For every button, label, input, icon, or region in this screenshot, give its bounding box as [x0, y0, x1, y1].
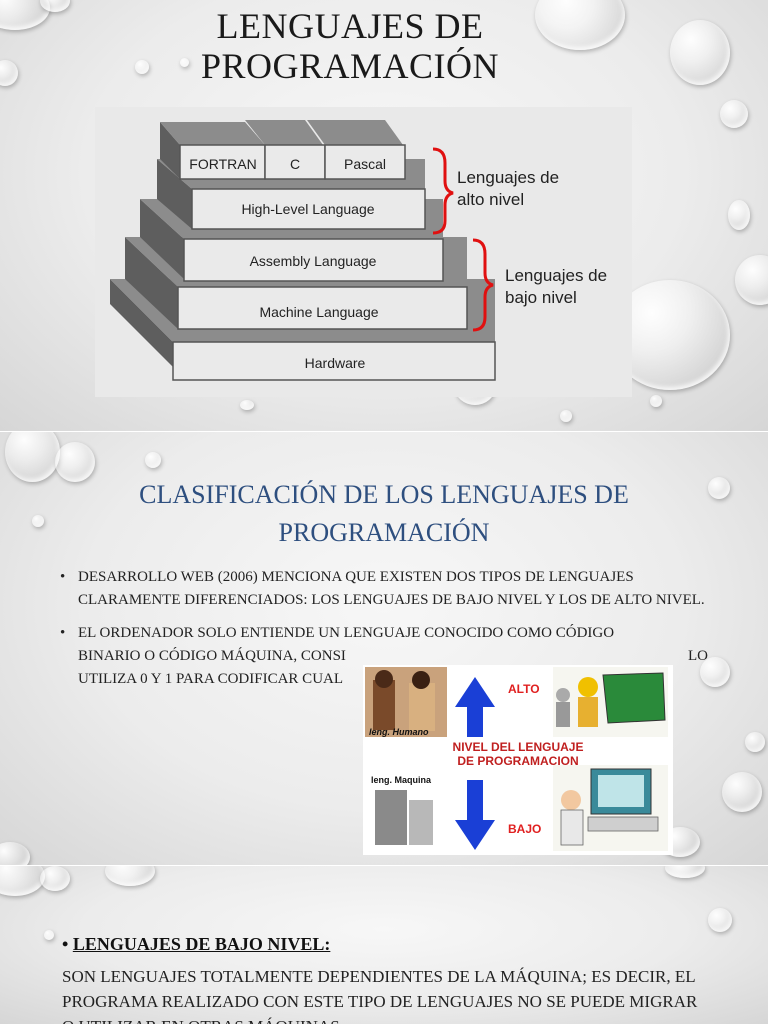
- c-label: C: [290, 156, 300, 172]
- alto-label-2: alto nivel: [457, 190, 524, 209]
- humano-label: leng. Humano: [369, 727, 429, 737]
- water-drop: [40, 0, 70, 12]
- bullet-item: • EL ORDENADOR SOLO ENTIENDE UN LENGUAJE…: [60, 622, 710, 691]
- water-drop: [55, 442, 95, 482]
- language-levels-diagram: FORTRAN C Pascal High-Level Language Ass…: [95, 107, 632, 397]
- arrow-down-icon: [455, 780, 495, 850]
- slide-3-heading: • LENGUAJES DE BAJO NIVEL:: [62, 934, 331, 954]
- machine-label: Machine Language: [259, 304, 378, 320]
- slide-2-title: CLASIFICACIÓN DE LOS LENGUAJES DE PROGRA…: [139, 480, 629, 547]
- water-drop: [708, 477, 730, 499]
- slide-3: • LENGUAJES DE BAJO NIVEL: SON LENGUAJES…: [0, 866, 768, 1024]
- slide-1: LENGUAJES DE PROGRAMACIÓN: [0, 0, 768, 432]
- high-level-label: High-Level Language: [241, 201, 374, 217]
- bullet-item: • DESARROLLO WEB (2006) MENCIONA QUE EXI…: [60, 566, 710, 612]
- hardware-label: Hardware: [305, 355, 366, 371]
- pyramid-diagram: FORTRAN C Pascal High-Level Language Ass…: [110, 120, 607, 381]
- fortran-label: FORTRAN: [189, 156, 256, 172]
- slide-1-title: LENGUAJES DE PROGRAMACIÓN: [200, 6, 500, 86]
- maquina-label: leng. Maquina: [371, 775, 432, 785]
- bajo-label-1: Lenguajes de: [505, 266, 607, 285]
- assembly-label: Assembly Language: [250, 253, 377, 269]
- water-drop: [105, 866, 155, 886]
- alto-text: ALTO: [508, 682, 540, 696]
- alto-label-1: Lenguajes de: [457, 168, 559, 187]
- arrow-up-icon: [455, 677, 495, 737]
- water-drop: [728, 200, 750, 230]
- water-drop: [700, 657, 730, 687]
- water-drop: [665, 866, 705, 878]
- water-drop: [0, 842, 30, 866]
- bullet-dot: •: [60, 625, 66, 641]
- water-drop: [720, 100, 748, 128]
- bullet-dot: •: [62, 934, 69, 954]
- bajo-text: BAJO: [508, 822, 541, 836]
- slide-2: CLASIFICACIÓN DE LOS LENGUAJES DE PROGRA…: [0, 432, 768, 866]
- bajo-label-2: bajo nivel: [505, 288, 577, 307]
- water-drop: [0, 60, 18, 86]
- nivel-title-1: NIVEL DEL LENGUAJE: [453, 740, 584, 754]
- water-drop: [650, 395, 662, 407]
- pascal-label: Pascal: [344, 156, 386, 172]
- water-drop: [0, 866, 45, 896]
- bajo-bracket: [472, 238, 494, 332]
- water-drop: [240, 400, 254, 410]
- slide-3-paragraph: SON LENGUAJES TOTALMENTE DEPENDIENTES DE…: [62, 967, 698, 1024]
- slide-2-bullets: • DESARROLLO WEB (2006) MENCIONA QUE EXI…: [60, 566, 710, 701]
- language-level-image: leng. Humano ALTO NIVEL DEL LENGUAJE DE …: [363, 665, 673, 855]
- water-drop: [40, 866, 70, 891]
- alto-bracket: [432, 147, 454, 235]
- water-drop: [735, 255, 768, 305]
- water-drop: [5, 432, 60, 482]
- water-drop: [135, 60, 149, 74]
- water-drop: [180, 58, 189, 67]
- water-drop: [44, 930, 54, 940]
- bullet-dot: •: [60, 569, 66, 585]
- nivel-title-2: DE PROGRAMACION: [457, 754, 578, 768]
- water-drop: [670, 20, 730, 85]
- water-drop: [722, 772, 762, 812]
- water-drop: [708, 908, 732, 932]
- water-drop: [32, 515, 44, 527]
- water-drop: [745, 732, 765, 752]
- water-drop: [145, 452, 161, 468]
- water-drop: [560, 410, 572, 422]
- level-illustration: leng. Humano ALTO NIVEL DEL LENGUAJE DE …: [365, 667, 668, 851]
